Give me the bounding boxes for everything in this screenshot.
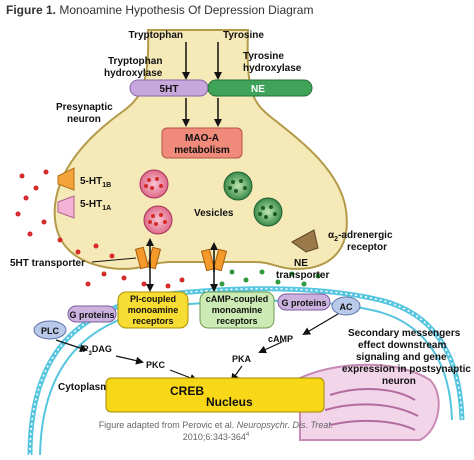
g-proteins-left: G proteins: [67, 305, 117, 323]
label-ne-transporter-1: NE: [294, 258, 308, 269]
label-second-2: effect downstream: [358, 340, 446, 351]
label-alpha2-2: receptor: [347, 242, 387, 253]
label-tph-2: hydroxylase: [104, 68, 163, 79]
g-proteins-right-label: G proteins: [281, 298, 326, 308]
alpha2-post: -adrenergic: [338, 230, 393, 241]
ip3dag-ip: IP: [80, 344, 89, 354]
autoreceptor-5ht1b: [57, 167, 75, 191]
ac-label: AC: [340, 302, 353, 312]
figure-title-text: Monoamine Hypothesis Of Depression Diagr…: [59, 3, 314, 17]
pi-label-1: PI-coupled: [130, 294, 176, 304]
label-th-2: hydroxylase: [243, 63, 302, 74]
figure-title: Figure 1. Monoamine Hypothesis Of Depres…: [6, 3, 313, 17]
nucleus-label: Nucleus: [206, 395, 253, 409]
label-second-4: expression in postsynaptic: [342, 364, 471, 375]
g-proteins-left-label: G proteins: [69, 310, 114, 320]
transporter-ne-icon: [200, 248, 228, 272]
caption-journal: Neuropsychr. Dis. Treat.: [237, 420, 334, 430]
extracellular-ne: [219, 269, 321, 287]
label-second-1: Secondary messengers: [348, 328, 461, 339]
vesicle-serotonin-1: [139, 169, 169, 199]
maoa-box: MAO-A metabolism: [161, 127, 243, 159]
autoreceptor-5ht1a: [57, 195, 75, 219]
alpha2-receptor: [291, 229, 319, 253]
pill-5ht-label: 5HT: [160, 84, 179, 95]
camp-rec-label-1: cAMP-coupled: [206, 294, 269, 304]
figure-number: Figure 1.: [6, 3, 57, 17]
plc-node: PLC: [33, 320, 67, 340]
label-second-3: signaling and gene: [356, 352, 447, 363]
arrow-plc-ip3dag: [55, 339, 88, 352]
label-5ht1b-sub: 1B: [102, 182, 111, 189]
label-camp: cAMP: [268, 334, 293, 344]
ac-node: AC: [331, 296, 361, 316]
caption-authors: Figure adapted from Perovic et al.: [99, 420, 235, 430]
label-5ht1a-sub: 1A: [102, 205, 111, 212]
label-alpha2-1: α2-adrenergic: [328, 230, 393, 243]
ip3dag-sub: 3: [89, 351, 93, 357]
alpha2-alpha: α: [328, 230, 335, 241]
creb-nucleus-box: CREB Nucleus: [105, 377, 325, 413]
caption-ref: 4: [246, 432, 250, 438]
label-pka: PKA: [232, 354, 252, 364]
maoa-label-1: MAO-A: [185, 133, 219, 144]
label-vesicles: Vesicles: [194, 208, 234, 219]
vesicle-ne-2: [253, 197, 283, 227]
maoa-label-2: metabolism: [174, 145, 230, 156]
plc-label: PLC: [41, 326, 60, 336]
vesicle-serotonin-2: [143, 205, 173, 235]
arrow-ip3dag-pkc: [115, 355, 144, 365]
caption-line-1: Figure adapted from Perovic et al. Neuro…: [99, 420, 334, 430]
label-presynaptic-1: Presynaptic: [56, 102, 113, 113]
pill-ne: NE: [207, 79, 313, 97]
camp-rec-label-3: receptors: [216, 316, 257, 326]
label-tph-1: Tryptophan: [108, 56, 162, 67]
pi-label-2: monoamine: [128, 305, 179, 315]
arrow-camp-pka: [258, 341, 283, 354]
label-cytoplasm: Cytoplasm: [58, 382, 109, 393]
ip3dag-dag: DAG: [92, 344, 112, 354]
creb-label: CREB: [170, 384, 204, 398]
caption-line-2: 2010;6:343-3644: [183, 432, 250, 442]
alpha2-sub: 2: [334, 236, 338, 243]
label-5ht1a: 5-HT1A: [80, 199, 111, 212]
camp-coupled-receptors: cAMP-coupled monoamine receptors: [199, 291, 275, 329]
label-5ht1a-text: 5-HT: [80, 199, 102, 210]
pill-ne-label: NE: [251, 84, 265, 95]
label-th-1: Tyrosine: [243, 51, 284, 62]
label-second-5: neuron: [382, 376, 416, 387]
label-5ht1b-text: 5-HT: [80, 176, 102, 187]
arrow-ac-camp: [302, 313, 339, 336]
extracellular-serotonin: [15, 169, 185, 289]
label-ne-transporter-2: transporter: [276, 270, 329, 281]
nucleus-envelope: [299, 363, 440, 441]
pi-coupled-receptors: PI-coupled monoamine receptors: [117, 291, 189, 329]
label-tryptophan: Tryptophan: [129, 30, 183, 41]
pointer-5ht-transporter: [91, 257, 137, 263]
pill-5ht: 5HT: [129, 79, 209, 97]
camp-rec-label-2: monoamine: [212, 305, 263, 315]
vesicle-ne-1: [223, 171, 253, 201]
label-pkc: PKC: [146, 360, 166, 370]
g-proteins-right: G proteins: [277, 293, 331, 311]
label-5ht-transporter: 5HT transporter: [10, 258, 85, 269]
caption-citation: 2010;6:343-364: [183, 432, 246, 442]
label-presynaptic-2: neuron: [67, 114, 101, 125]
pi-label-3: receptors: [132, 316, 173, 326]
label-ip3dag: IP3DAG: [80, 344, 112, 357]
label-5ht1b: 5-HT1B: [80, 176, 111, 189]
label-tyrosine: Tyrosine: [223, 30, 264, 41]
